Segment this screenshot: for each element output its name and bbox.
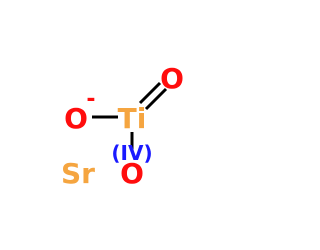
oxygen-negative-charge: - xyxy=(86,87,95,112)
oxidation-state-label: (IV) xyxy=(111,141,152,165)
molecule-diagram: O O - Ti O (IV) Sr xyxy=(61,62,184,190)
oxygen-double-label: O xyxy=(160,62,184,95)
molecule-canvas: O O - Ti O (IV) Sr xyxy=(61,62,184,190)
strontium-label: Sr xyxy=(61,157,95,190)
oxygen-bottom-label: O xyxy=(120,157,144,190)
titanium-label: Ti xyxy=(118,102,147,135)
bond-ti-o-double-2 xyxy=(144,87,168,111)
oxygen-single-label: O xyxy=(64,102,88,135)
bond-ti-o-double-1 xyxy=(138,81,162,105)
